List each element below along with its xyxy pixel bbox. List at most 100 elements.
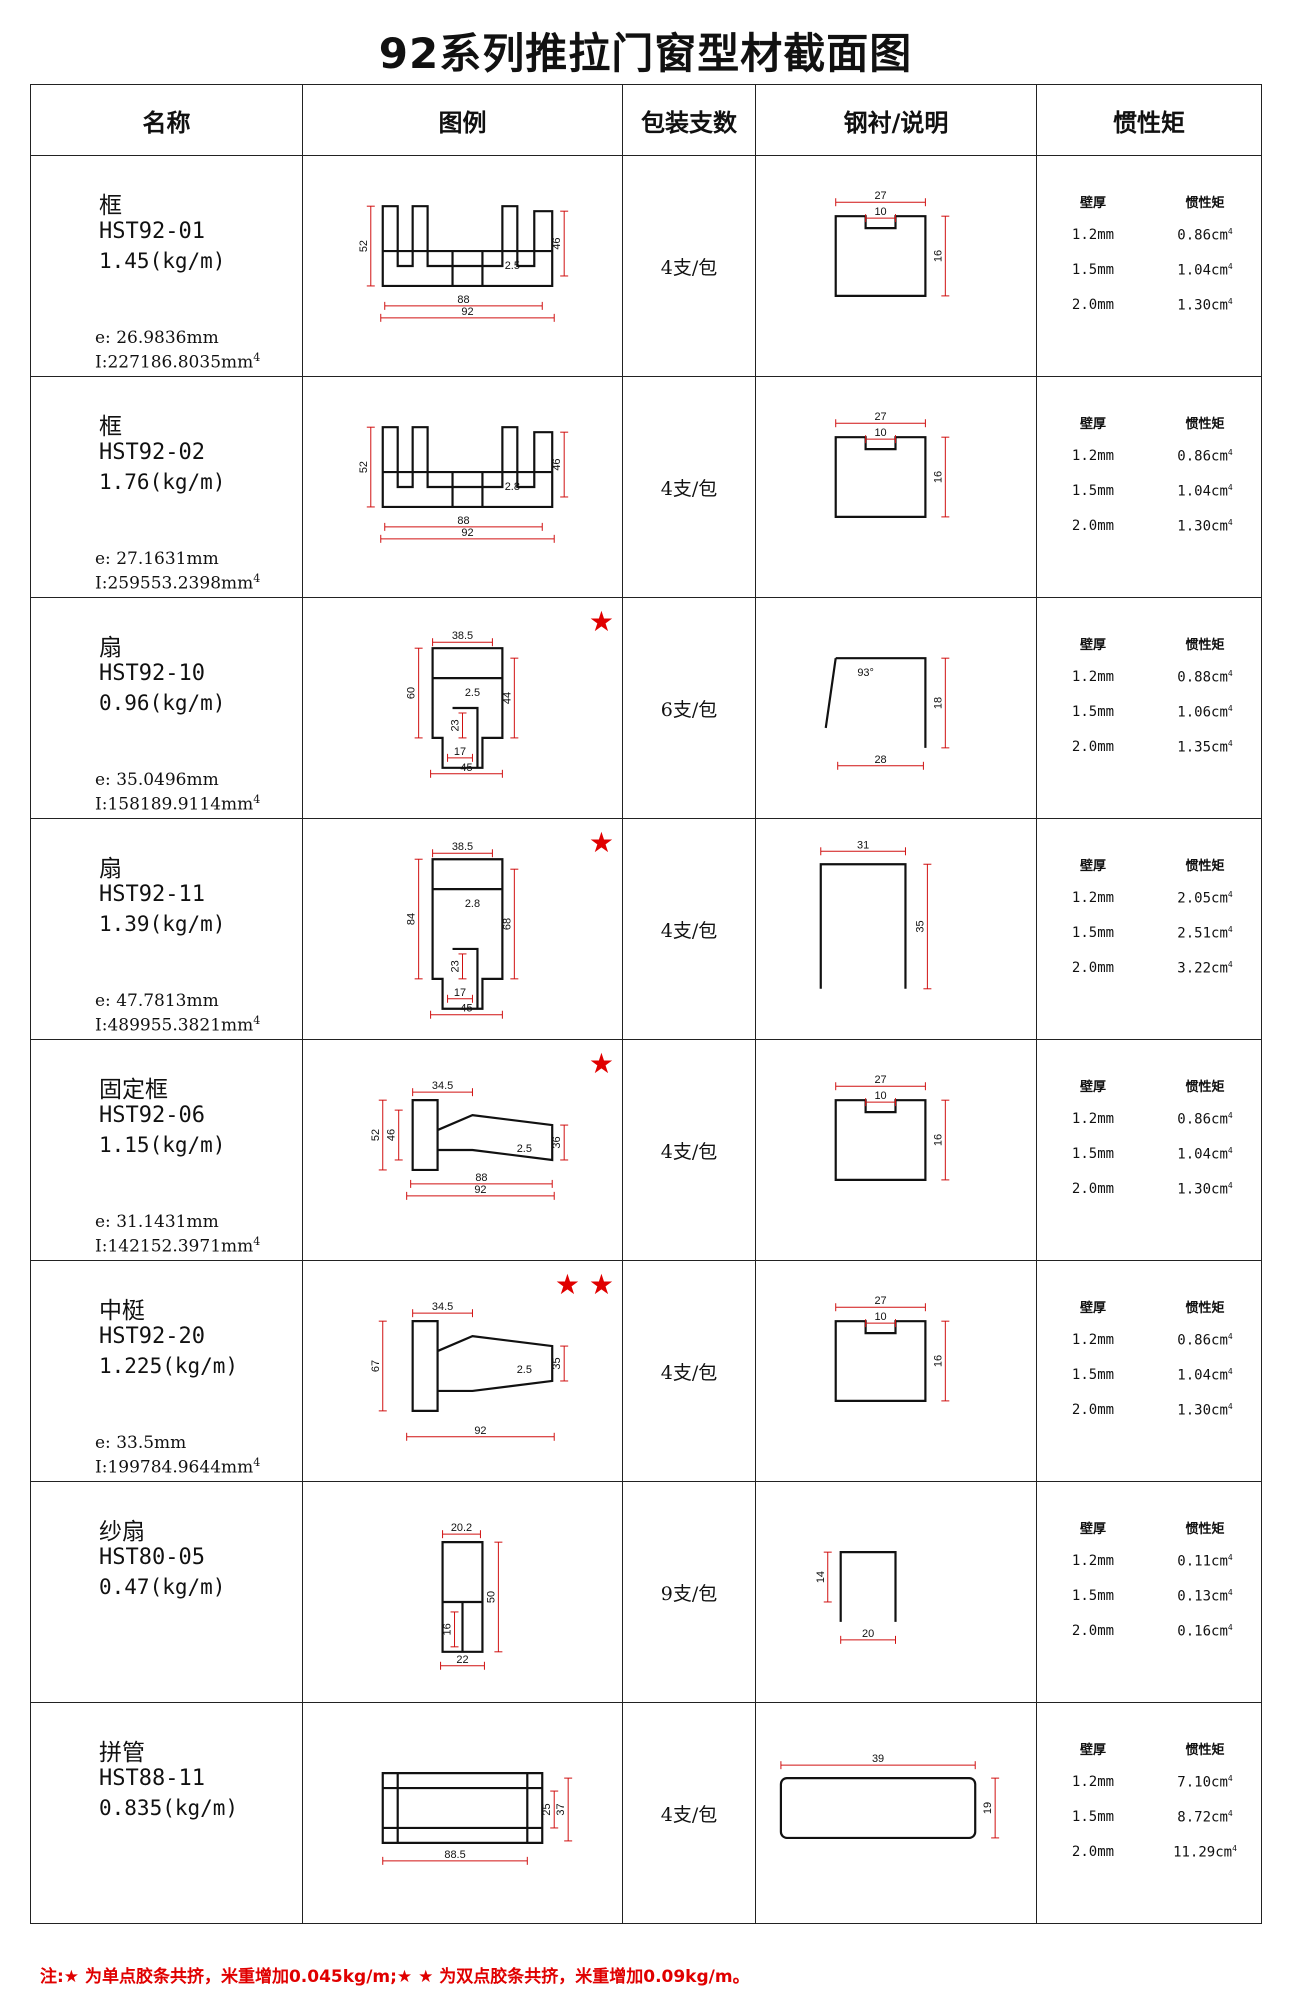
fixed-frame-profile	[411, 1099, 554, 1172]
header-steel: 钢衬/说明	[755, 84, 1037, 156]
dimension-label: 52	[370, 1129, 382, 1141]
inertia-value: 0.86cm4	[1177, 1332, 1233, 1349]
inertia-header-label: 惯性矩	[1185, 1743, 1225, 1758]
dimension-label: 17	[454, 987, 466, 999]
inertia-value-text: 1.30cm	[1177, 1181, 1228, 1198]
dimension-label: 20.2	[451, 1522, 472, 1534]
profile-code: HST92-20	[99, 1324, 205, 1349]
inertia-value: 0.86cm4	[1177, 1111, 1233, 1128]
wall-thickness: 2.0mm	[1071, 1402, 1115, 1418]
wall-thickness: 1.5mm	[1071, 1588, 1115, 1604]
inertia-value: 2.05cm4	[1177, 890, 1233, 907]
profile-name: 框	[99, 414, 122, 440]
steel-tube	[834, 436, 927, 518]
dimension-label: 14	[815, 1571, 827, 1583]
dimension-label: 46	[551, 458, 563, 470]
dimension-label: 23	[450, 960, 462, 972]
inertia-value: 0.11cm4	[1177, 1553, 1233, 1570]
dimension-label: 16	[932, 1355, 944, 1367]
wall-thickness: 2.0mm	[1071, 1623, 1115, 1639]
steel-tube	[834, 1320, 927, 1402]
profile-i-text: I:259553.2398mm	[95, 573, 254, 594]
inertia-value-text: 1.30cm	[1177, 1402, 1228, 1419]
dimension-label: 16	[932, 1134, 944, 1146]
profile-i-text: I:158189.9114mm	[95, 794, 254, 815]
profile-name: 拼管	[99, 1740, 145, 1766]
dimension-label: 2.5	[505, 260, 520, 272]
dimension-label: 16	[932, 471, 944, 483]
inertia-value-text: 0.88cm	[1177, 669, 1228, 686]
inertia-header: 壁厚惯性矩	[1037, 1297, 1261, 1332]
coextrusion-star-icon: ★	[588, 605, 614, 638]
wall-thickness: 1.2mm	[1071, 1774, 1115, 1790]
pack-count: 4支/包	[622, 1260, 756, 1482]
dimension-label: 2.8	[505, 481, 520, 493]
inertia-value: 1.06cm4	[1177, 704, 1233, 721]
dimension-label: 67	[370, 1360, 382, 1372]
profile-code: HST92-06	[99, 1103, 205, 1128]
dimension-label: 34.5	[432, 1080, 453, 1092]
dimension-label: 34.5	[432, 1301, 453, 1313]
frame-profile	[381, 426, 554, 509]
profile-weight: 1.76(kg/m)	[99, 470, 226, 494]
inertia-value-text: 1.30cm	[1177, 518, 1228, 535]
header-figure: 图例	[302, 84, 623, 156]
inertia-header-label: 惯性矩	[1185, 638, 1225, 653]
wall-thickness: 2.0mm	[1071, 518, 1115, 534]
inertia-header: 壁厚惯性矩	[1037, 855, 1261, 890]
wall-thickness-header: 壁厚	[1079, 1522, 1106, 1537]
profile-code: HST92-01	[99, 219, 205, 244]
joint-tube-profile	[381, 1772, 544, 1845]
fixed-frame-profile	[411, 1320, 554, 1412]
inertia-value: 8.72cm4	[1177, 1809, 1233, 1826]
profile-weight: 0.96(kg/m)	[99, 691, 226, 715]
inertia-value: 7.10cm4	[1177, 1774, 1233, 1791]
inertia-value: 1.04cm4	[1177, 483, 1233, 500]
dimension-label: 16	[932, 250, 944, 262]
inertia-value-text: 0.86cm	[1177, 1111, 1228, 1128]
inertia-value: 1.04cm4	[1177, 262, 1233, 279]
dimension-label: 23	[450, 719, 462, 731]
inertia-header-label: 惯性矩	[1185, 859, 1225, 874]
dimension-label: 28	[874, 754, 886, 766]
inertia-value-text: 2.51cm	[1177, 925, 1228, 942]
pack-count: 4支/包	[622, 376, 756, 598]
wall-thickness: 1.5mm	[1071, 1367, 1115, 1383]
wall-thickness: 1.2mm	[1071, 1111, 1115, 1127]
dimension-label: 92	[461, 527, 473, 539]
profile-code: HST80-05	[99, 1545, 205, 1570]
profile-name: 纱扇	[99, 1519, 145, 1545]
pack-count: 4支/包	[622, 1702, 756, 1924]
profile-i-text: I:489955.3821mm	[95, 1015, 254, 1036]
header-name: 名称	[30, 84, 303, 156]
profile-code: HST88-11	[99, 1766, 205, 1791]
profile-weight: 0.47(kg/m)	[99, 1575, 226, 1599]
